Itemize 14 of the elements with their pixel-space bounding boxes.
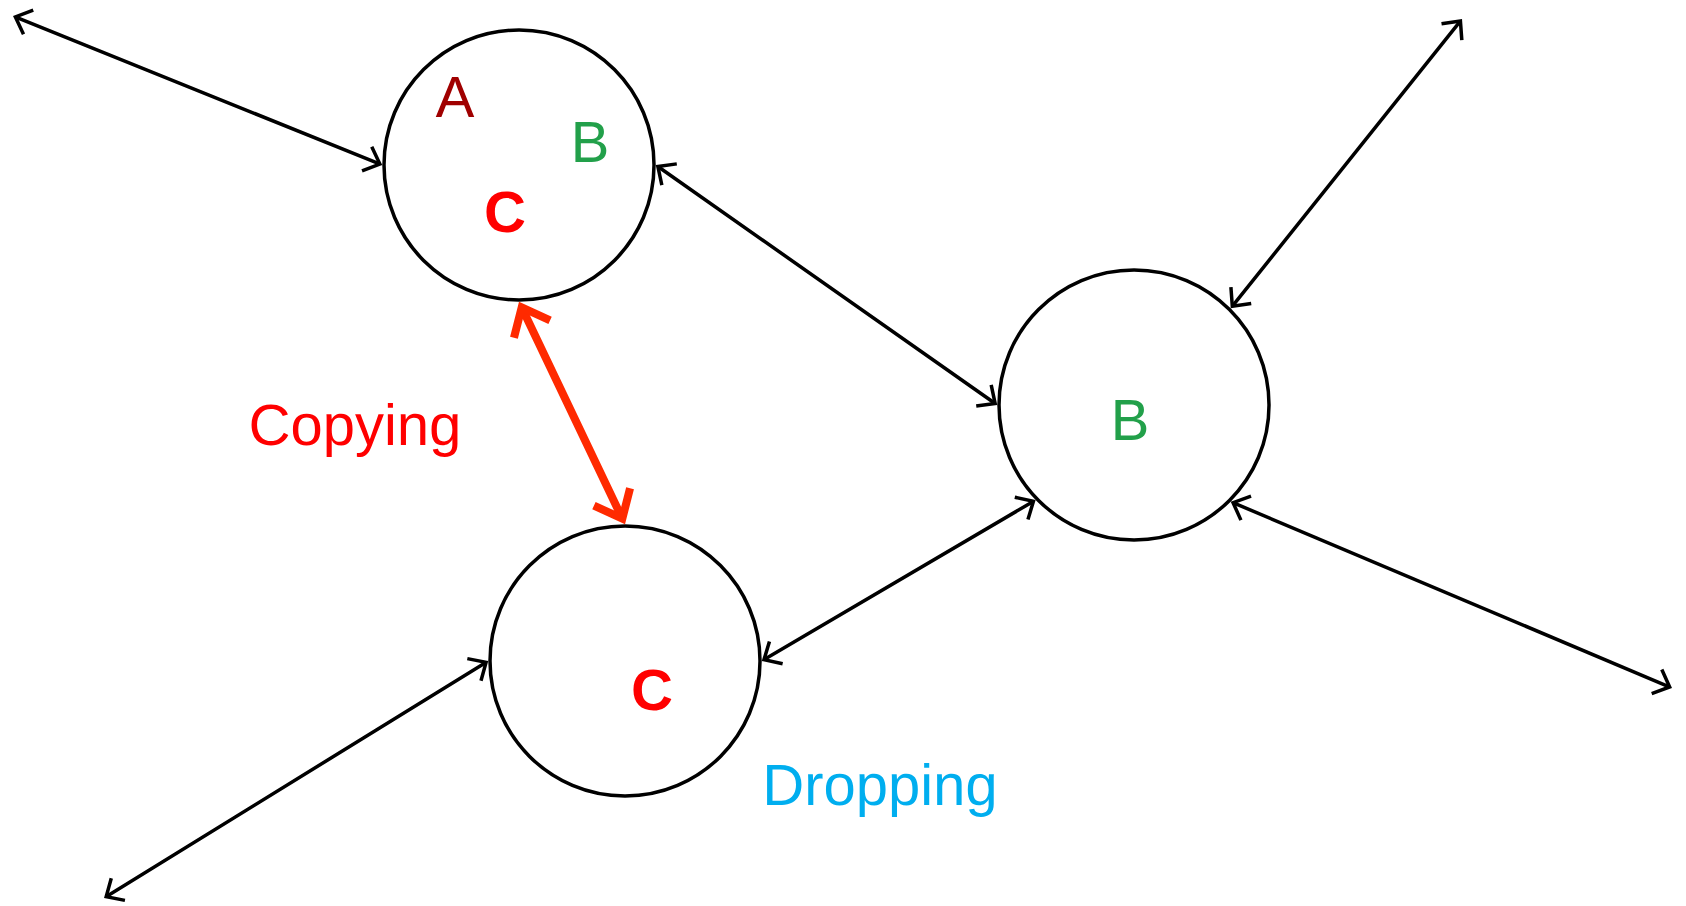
arrow [1230, 494, 1672, 696]
arrow [510, 301, 634, 525]
arrow [761, 495, 1036, 666]
arrow [1229, 19, 1464, 309]
node-letter: C [486, 191, 525, 233]
arrow [104, 656, 489, 903]
label-text: Dropping [767, 762, 994, 817]
node-letter: B [1115, 400, 1147, 440]
node-letter: A [435, 77, 475, 117]
arrow [13, 8, 383, 173]
node-letter: C [633, 669, 672, 711]
arrow [655, 162, 998, 408]
label-text: Copying [251, 402, 458, 457]
node-letter: B [575, 122, 607, 162]
